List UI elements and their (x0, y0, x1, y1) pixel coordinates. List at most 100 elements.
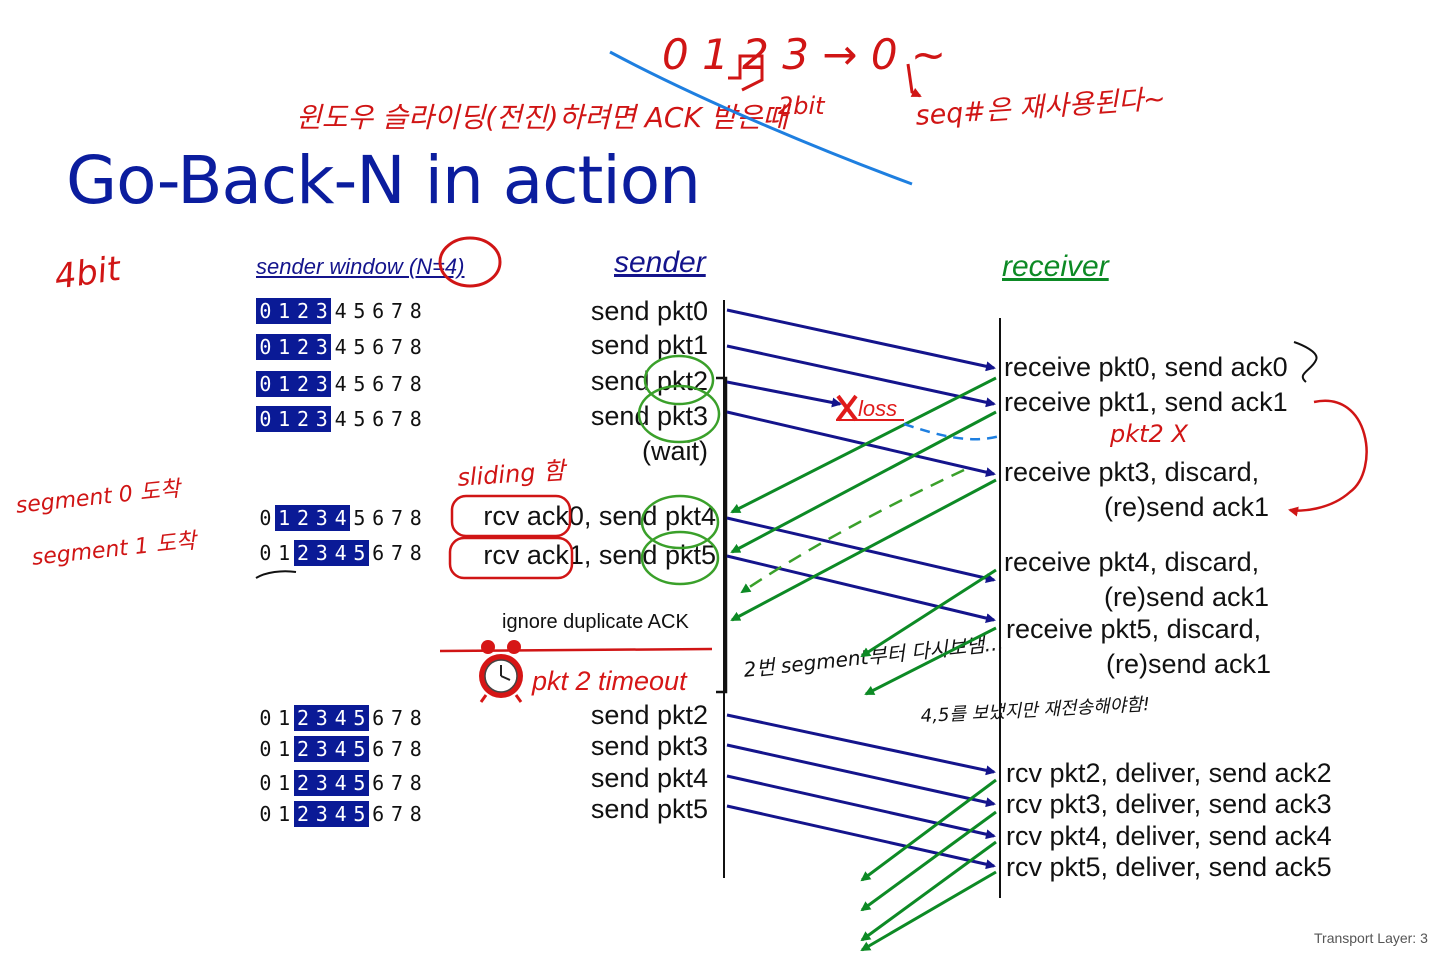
arrow-dup-ack1-a (730, 478, 997, 622)
window-seq-number: 2 (293, 540, 313, 566)
arrow-ack1 (730, 410, 997, 554)
window-seq-number: 8 (409, 335, 422, 359)
window-seq-number: 6 (372, 372, 385, 396)
receiver-pkt4: receive pkt4, discard, (1004, 547, 1260, 577)
window-seq-number: 0 (259, 802, 272, 826)
window-seq-number: 5 (349, 801, 369, 827)
window-seq-number: 4 (334, 407, 347, 431)
window-seq-number: 6 (372, 299, 385, 323)
receiver-pkt1: receive pkt1, send ack1 (1004, 387, 1288, 417)
hand-ack0-mark (1293, 341, 1318, 383)
sender-send-pkt3: send pkt3 (590, 401, 708, 431)
window-seq-number: 3 (312, 801, 332, 827)
slide-title: Go-Back-N in action (66, 142, 701, 219)
window-seq-number: 3 (312, 298, 332, 324)
window-seq-number: 0 (259, 771, 272, 795)
timer-bracket (716, 376, 728, 694)
sender-ignore-dup-ack: ignore duplicate ACK (502, 611, 689, 633)
arrow-resend-pkt4 (726, 774, 996, 840)
hand-circle-pkt5 (640, 530, 720, 586)
window-seq-number: 0 (256, 334, 275, 360)
hand-circle-pkt2 (643, 354, 715, 406)
arrow-ack0 (730, 376, 997, 514)
window-seq-number: 2 (293, 298, 313, 324)
window-seq-number: 8 (409, 407, 422, 431)
window-seq-number: 8 (409, 706, 422, 730)
window-seq-number: 1 (278, 802, 291, 826)
window-seq-number: 4 (334, 372, 347, 396)
hand-top-seq: 0 1 2 3 → 0 ~ (662, 30, 947, 79)
window-seq-number: 6 (372, 771, 385, 795)
window-seq-number: 1 (278, 771, 291, 795)
arrow-dup-ack1-c (864, 626, 997, 696)
window-seq-number: 7 (390, 335, 403, 359)
window-seq-number: 0 (256, 406, 275, 432)
hand-green-dashed (740, 468, 965, 594)
hand-timeout-underline (439, 647, 713, 653)
arrow-dup-ack1-b (860, 568, 997, 658)
arrow-pkt2-lost (726, 380, 842, 408)
window-seq-number: 8 (409, 802, 422, 826)
window-seq-number: 3 (312, 406, 332, 432)
window-seq-number: 4 (331, 705, 350, 731)
window-seq-number: 1 (278, 541, 291, 565)
hand-circle-pkt4 (640, 494, 720, 550)
window-seq-number: 5 (349, 770, 369, 796)
hand-box-12 (728, 54, 764, 92)
window-seq-number: 5 (353, 299, 366, 323)
sender-send-pkt1: send pkt1 (590, 330, 708, 360)
window-seq-number: 4 (331, 736, 350, 762)
window-seq-number: 6 (372, 335, 385, 359)
window-seq-number: 7 (390, 737, 403, 761)
arrow-pkt4 (726, 516, 996, 584)
window-seq-number: 7 (390, 771, 403, 795)
sender-rcv-ack1: rcv ack1, send pkt5 (483, 540, 716, 570)
hand-pkt2x: pkt2 X (1110, 420, 1188, 448)
hand-blue-divider (609, 50, 913, 186)
sender-resend-pkt5: send pkt5 (590, 794, 708, 824)
window-seq-number: 4 (334, 299, 347, 323)
window-seq-number: 0 (259, 541, 272, 565)
hand-down-arrow (906, 63, 922, 98)
hand-red-curve-ack1 (1288, 399, 1368, 517)
sender-header: sender (614, 246, 706, 279)
sender-rcv-ack0: rcv ack0, send pkt4 (483, 501, 716, 531)
window-seq-number: 6 (372, 506, 385, 530)
window-seq-number: 4 (331, 505, 350, 531)
window-seq-number: 1 (274, 406, 294, 432)
hand-window-bracket (255, 570, 297, 579)
receiver-header: receiver (1002, 250, 1109, 283)
loss-x-icon (836, 394, 858, 422)
hand-korean-top: 윈도우 슬라이딩(전진)하려면 ACK 받은때 (296, 101, 789, 134)
arrow-pkt3 (726, 410, 996, 478)
sender-resend-pkt3: send pkt3 (590, 731, 708, 761)
window-seq-number: 8 (409, 299, 422, 323)
arrow-resend-pkt3 (726, 743, 996, 808)
window-seq-number: 1 (274, 505, 294, 531)
arrow-pkt0 (726, 308, 996, 372)
receiver-pkt5: receive pkt5, discard, (1006, 614, 1262, 644)
window-seq-number: 3 (312, 371, 332, 397)
window-seq-number: 1 (278, 737, 291, 761)
receiver-pkt3-resend-ack: (re)send ack1 (1104, 492, 1270, 522)
window-seq-number: 8 (409, 541, 422, 565)
window-seq-number: 8 (409, 506, 422, 530)
window-seq-number: 4 (331, 801, 350, 827)
window-seq-number: 6 (372, 541, 385, 565)
receiver-pkt3: receive pkt3, discard, (1004, 457, 1260, 487)
window-seq-number: 3 (312, 736, 332, 762)
window-seq-number: 0 (259, 506, 272, 530)
window-seq-number: 4 (334, 335, 347, 359)
hand-blue-dashed (903, 422, 1001, 441)
window-seq-number: 1 (274, 371, 294, 397)
window-seq-number: 7 (390, 372, 403, 396)
window-seq-number: 0 (256, 298, 275, 324)
receiver-pkt4-resend-ack: (re)send ack1 (1104, 582, 1270, 612)
